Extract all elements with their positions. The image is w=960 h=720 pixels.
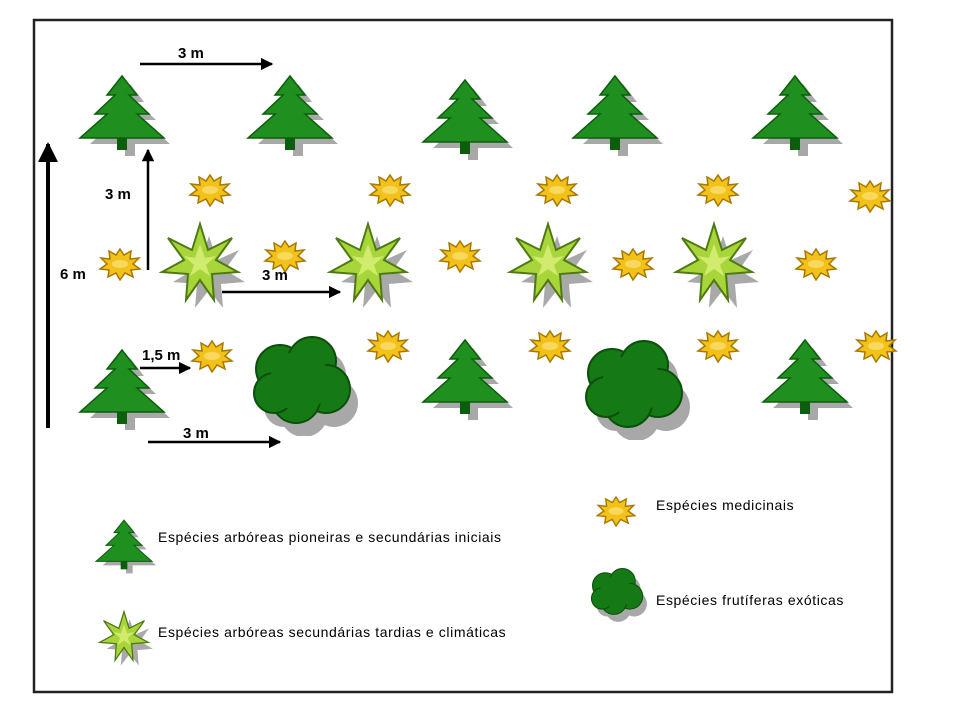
pioneer-tree-icon [572, 75, 664, 157]
climax-plant-icon [329, 223, 414, 309]
pioneer-tree-icon [422, 79, 514, 161]
legend-medicinal-icon [596, 496, 636, 527]
label-spacing-half: 1,5 m [142, 347, 180, 364]
medicinal-icon [369, 174, 411, 207]
medicinal-icon [439, 240, 481, 273]
fruit-bush-icon [253, 336, 359, 436]
climax-plant-icon [161, 223, 246, 309]
label-spacing-top: 3 m [178, 45, 204, 62]
legend-pioneer-label: Espécies arbóreas pioneiras e secundária… [158, 529, 502, 545]
label-spacing-bottom: 3 m [183, 425, 209, 442]
pioneer-tree-icon [752, 75, 844, 157]
legend-climax-icon [99, 611, 154, 667]
label-spacing-vertical-small: 3 m [105, 186, 131, 203]
label-spacing-mid: 3 m [262, 267, 288, 284]
medicinal-icon [536, 174, 578, 207]
dimension-arrows [38, 57, 342, 449]
legend-pioneer-icon [95, 519, 157, 574]
row-3-mixed [99, 223, 837, 309]
climax-plant-icon [509, 223, 594, 309]
row-1-pioneer-trees [79, 75, 844, 161]
label-spacing-total-vertical: 6 m [60, 266, 86, 283]
medicinal-icon [795, 248, 837, 281]
diagram-frame [32, 18, 894, 694]
legend: Espécies arbóreas pioneiras e secundária… [95, 496, 844, 667]
legend-medicinal-label: Espécies medicinais [656, 497, 794, 513]
medicinal-icon [849, 180, 891, 213]
legend-climax-label: Espécies arbóreas secundárias tardias e … [158, 624, 506, 640]
medicinal-icon [367, 330, 409, 363]
medicinal-icon [191, 340, 233, 373]
legend-fruit-icon [590, 567, 648, 622]
medicinal-icon [697, 174, 739, 207]
pioneer-tree-icon [247, 75, 339, 157]
medicinal-icon [189, 174, 231, 207]
medicinal-icon [855, 330, 897, 363]
pioneer-tree-icon [762, 339, 854, 421]
pioneer-tree-icon [422, 339, 514, 421]
medicinal-icon [529, 330, 571, 363]
legend-fruit-label: Espécies frutíferas exóticas [656, 592, 844, 608]
medicinal-icon [697, 330, 739, 363]
pioneer-tree-icon [79, 75, 171, 157]
row-2-medicinal [189, 174, 891, 213]
medicinal-icon [612, 248, 654, 281]
fruit-bush-icon [585, 340, 691, 440]
climax-plant-icon [675, 223, 760, 309]
medicinal-icon [99, 248, 141, 281]
